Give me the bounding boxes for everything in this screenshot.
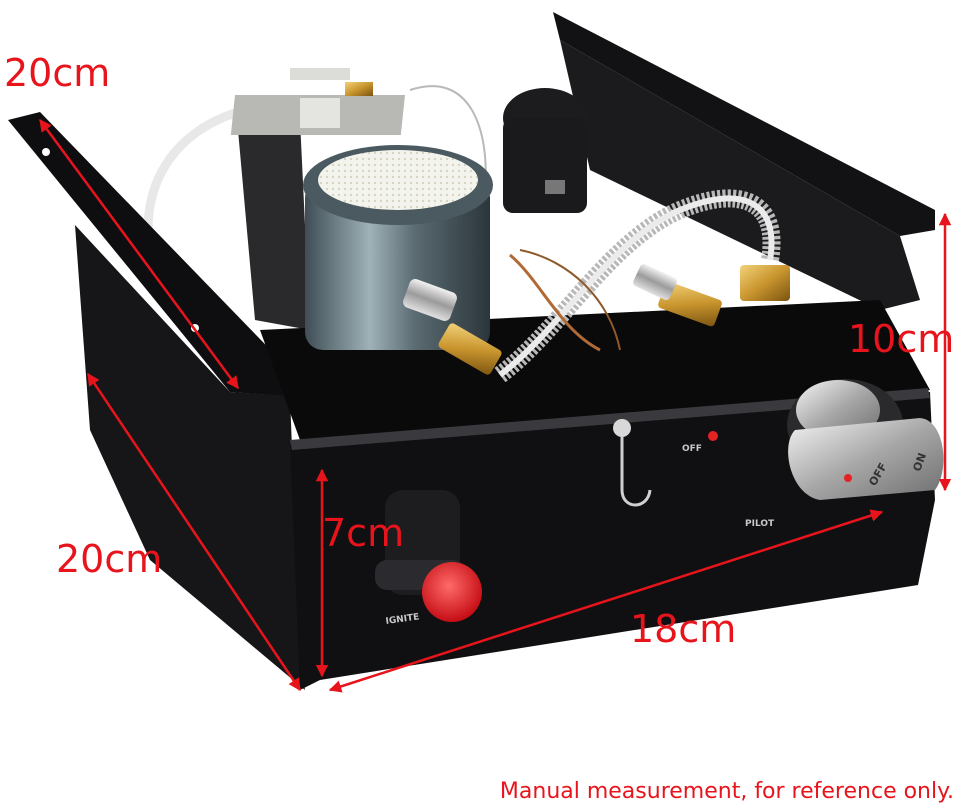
dimension-arrow-bottom — [328, 509, 884, 693]
valve-on-label: ON — [910, 451, 929, 473]
brass-fitting — [438, 323, 502, 375]
flange-hole — [854, 156, 862, 164]
flange-hole — [616, 24, 624, 32]
solenoid-body — [503, 118, 587, 213]
chrome-fitting — [403, 279, 457, 321]
brass-fitting — [658, 281, 722, 327]
dimension-arrow-left — [86, 372, 302, 692]
brass-fitting — [740, 265, 790, 301]
inner-bracket — [238, 120, 310, 330]
dimension-label-height: 10cm — [848, 317, 955, 361]
front-panel-top-edge — [290, 388, 930, 450]
measurement-note: Manual measurement, for reference only. — [499, 779, 954, 804]
copper-line — [519, 249, 621, 351]
valve-knob-handle[interactable] — [788, 418, 944, 500]
back-flange — [553, 12, 935, 236]
white-cable — [143, 105, 247, 251]
flange-hole — [42, 148, 50, 156]
solenoid-terminal — [545, 180, 565, 194]
brass-fitting — [345, 82, 373, 96]
pilot-label: PILOT — [745, 519, 775, 529]
thermocouple — [300, 98, 340, 128]
dimension-label-left: 20cm — [56, 537, 163, 581]
dimension-label-width: 18cm — [630, 607, 737, 651]
dimension-arrow-top-left — [38, 118, 240, 390]
hook-screw — [613, 419, 631, 437]
igniter-button[interactable] — [422, 562, 482, 622]
pilot-rod — [290, 68, 350, 80]
dimension-label-top-left: 20cm — [4, 51, 111, 95]
chrome-fitting — [633, 263, 677, 301]
hook — [620, 436, 652, 507]
burner-mesh — [318, 150, 478, 210]
off-marker-label: OFF — [682, 444, 702, 454]
valve-red-dot — [844, 474, 852, 482]
flex-hose-highlight — [498, 195, 775, 378]
dimension-label-panel: 7cm — [322, 511, 405, 555]
right-side-wall — [560, 40, 920, 310]
thermocouple-wire — [409, 85, 487, 191]
copper-line — [509, 253, 601, 352]
off-indicator — [708, 431, 718, 441]
